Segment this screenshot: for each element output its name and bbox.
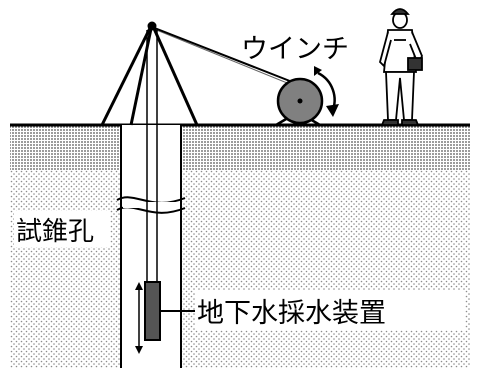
sampler-body: [144, 281, 161, 341]
sampler-label: 地下水採水装置: [197, 298, 386, 329]
borehole-label: 試錐孔: [16, 217, 94, 247]
worker-figure: [378, 8, 423, 126]
winch: [275, 66, 339, 127]
sampler-label-background: [195, 290, 465, 330]
worker-legs: [385, 71, 415, 121]
worker-left-arm: [378, 31, 392, 68]
tripod-leg-center: [129, 23, 154, 126]
worker-helmet: [390, 8, 410, 15]
sampler-arrow-head-up: [135, 282, 143, 290]
winch-rotation-arrow-tail: [314, 66, 322, 76]
topsoil-layer: [10, 125, 470, 170]
winch-rotation-arrow-head: [326, 104, 339, 117]
tripod: [100, 21, 199, 126]
borehole-break-mark-lower: [116, 206, 186, 214]
sampler-arrow-head-down: [135, 346, 143, 354]
groundwater-sampler-device: [135, 281, 195, 354]
worker-right-boot: [401, 119, 420, 126]
borehole-label-background: [14, 211, 110, 247]
tripod-leg-right: [150, 23, 199, 126]
tripod-pulley: [147, 21, 157, 31]
worker-tool-bag: [407, 57, 423, 71]
worker-left-boot: [380, 119, 399, 126]
cable: [146, 26, 303, 282]
cable-to-winch: [151, 26, 301, 86]
tripod-leg-left: [100, 23, 154, 126]
borehole-break-mark-upper: [116, 196, 186, 204]
winch-axle: [297, 98, 303, 104]
winch-label: ウインチ: [241, 34, 349, 65]
